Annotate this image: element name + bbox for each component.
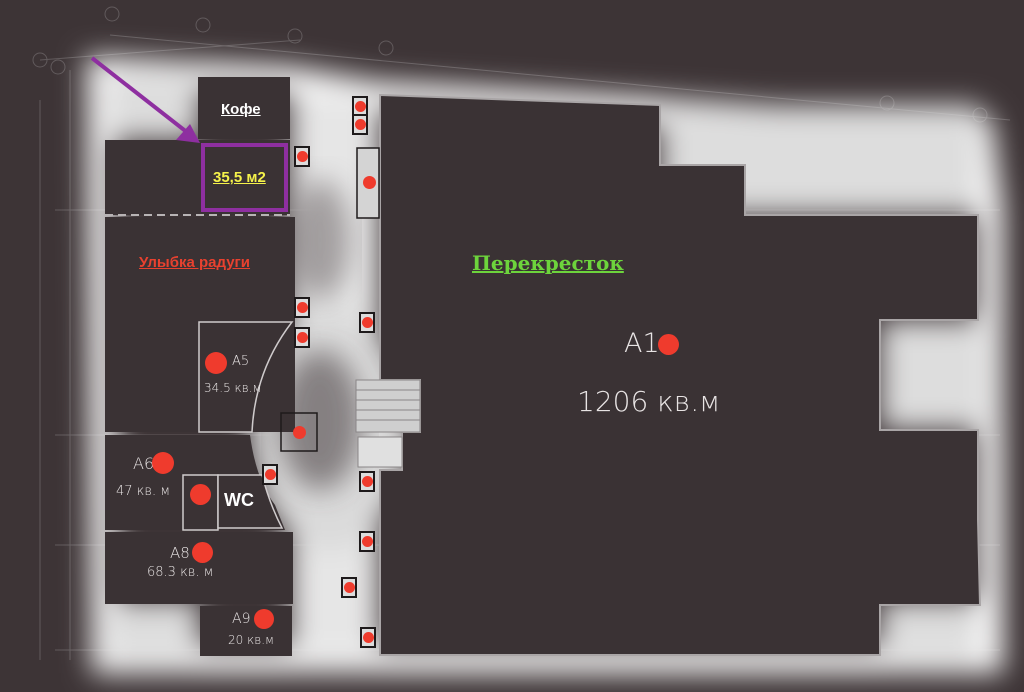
marker-camera[interactable]	[294, 146, 310, 167]
marker-camera[interactable]	[360, 627, 376, 648]
unit-a8-area: 68.3 кв. м	[147, 565, 214, 580]
unit-a5[interactable]	[198, 321, 294, 433]
unit-highlight[interactable]	[200, 140, 290, 215]
marker-camera[interactable]	[341, 577, 357, 598]
marker-camera[interactable]	[359, 531, 375, 552]
marker-camera[interactable]	[359, 471, 375, 492]
unit-a5-area: 34.5 кв.м	[204, 381, 262, 395]
unit-left-blank	[105, 140, 200, 215]
unit-a8-marker[interactable]	[192, 542, 213, 563]
column-square	[280, 412, 318, 452]
marker-dot	[297, 302, 308, 313]
unit-a9[interactable]	[200, 606, 292, 656]
pointer-arrow	[90, 56, 200, 143]
marker-dot	[297, 332, 308, 343]
marker-camera[interactable]	[359, 312, 375, 333]
marker-dot	[265, 469, 276, 480]
marker-camera[interactable]	[294, 327, 310, 348]
unit-a1-id: A1	[624, 328, 660, 359]
highlight-area-label[interactable]: 35,5 м2	[213, 169, 266, 186]
tenant-label-perekrestok[interactable]: Перекресток	[472, 251, 624, 275]
unit-a9-id: A9	[232, 611, 251, 627]
unit-a6-id: A6	[133, 454, 155, 473]
unit-coffee[interactable]	[198, 77, 290, 139]
storage-marker[interactable]	[190, 484, 211, 505]
marker-camera[interactable]	[262, 464, 278, 485]
staircase	[355, 379, 421, 468]
unit-a6-marker[interactable]	[152, 452, 174, 474]
unit-a1-marker[interactable]	[658, 334, 679, 355]
marker-camera[interactable]	[352, 114, 368, 135]
unit-a8-id: A8	[170, 544, 190, 562]
marker-dot	[355, 101, 366, 112]
tenant-label-ulybka[interactable]: Улыбка радуги	[139, 254, 251, 271]
marker-dot	[362, 476, 373, 487]
marker-dot	[355, 119, 366, 130]
marker-dot	[362, 317, 373, 328]
marker-dot	[344, 582, 355, 593]
marker-dot	[362, 536, 373, 547]
unit-a9-marker[interactable]	[254, 609, 274, 629]
marker-dot[interactable]	[363, 176, 376, 189]
wc-label: WC	[224, 490, 254, 510]
marker-dot[interactable]	[293, 426, 306, 439]
tenant-label-coffee[interactable]: Кофе	[221, 101, 261, 118]
marker-camera[interactable]	[294, 297, 310, 318]
unit-a6-area: 47 кв. м	[116, 484, 171, 499]
unit-a1-area: 1206 кв.м	[577, 385, 721, 418]
highlight-box	[201, 143, 288, 212]
marker-dot	[363, 632, 374, 643]
marker-dot	[297, 151, 308, 162]
unit-a5-id: A5	[232, 354, 250, 369]
unit-a5-marker[interactable]	[205, 352, 227, 374]
unit-a9-area: 20 кв.м	[228, 633, 275, 647]
